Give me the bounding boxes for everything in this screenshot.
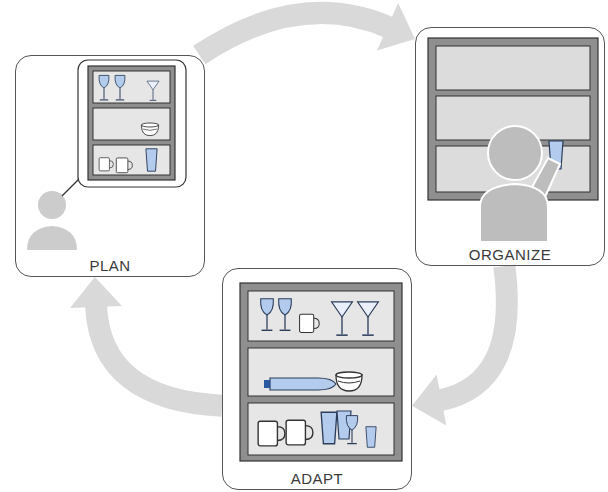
arrow-shaft bbox=[96, 305, 222, 406]
cabinet-shelf bbox=[436, 146, 590, 192]
stage-label: PLAN bbox=[16, 257, 204, 274]
mug bbox=[286, 420, 313, 445]
wine-glass bbox=[346, 416, 357, 444]
cabinet-frame bbox=[428, 38, 598, 200]
cabinet-shelf bbox=[93, 145, 170, 175]
tumbler bbox=[321, 412, 337, 444]
arrow-head bbox=[377, 3, 415, 51]
tumbler bbox=[146, 149, 157, 171]
cycle-arrow bbox=[199, 3, 415, 55]
tumbler bbox=[337, 411, 351, 439]
cycle-arrow bbox=[70, 277, 222, 406]
wine-glass bbox=[279, 299, 292, 331]
speech-bubble bbox=[78, 60, 186, 187]
wine-glass bbox=[261, 299, 274, 331]
martini-glass bbox=[147, 81, 159, 100]
person-body bbox=[480, 184, 548, 242]
stage-box: ORGANIZE bbox=[415, 27, 605, 266]
arrow-head bbox=[70, 277, 122, 308]
mug bbox=[300, 314, 320, 332]
cabinet-shelf bbox=[436, 46, 590, 90]
cabinet-shelf bbox=[93, 71, 170, 103]
martini-glass bbox=[358, 302, 379, 335]
cabinet-frame bbox=[88, 66, 175, 180]
arrow-shaft bbox=[440, 266, 507, 400]
arrow-shaft bbox=[199, 13, 389, 55]
cabinet-shelf bbox=[248, 403, 394, 455]
stage-box: PLAN bbox=[15, 55, 205, 277]
cabinet-shelf bbox=[248, 291, 394, 341]
person-body bbox=[27, 226, 77, 250]
person-head bbox=[38, 191, 66, 219]
cabinet-shelf bbox=[248, 348, 394, 396]
wine-glass bbox=[99, 75, 109, 100]
tumbler bbox=[549, 141, 563, 169]
stage-box: ADAPT bbox=[222, 268, 412, 490]
cabinet-shelf bbox=[93, 108, 170, 140]
stage-label: ORGANIZE bbox=[416, 246, 604, 263]
cabinet-shelf bbox=[436, 96, 590, 140]
mug bbox=[116, 158, 132, 173]
mug bbox=[258, 421, 285, 446]
wine-glass bbox=[115, 75, 125, 100]
tumbler bbox=[366, 427, 376, 448]
person-head bbox=[488, 126, 542, 180]
person-arm bbox=[525, 158, 560, 208]
cabinet-frame bbox=[240, 283, 402, 461]
bubble-tail bbox=[62, 178, 80, 196]
arrow-head bbox=[412, 374, 446, 425]
bottle bbox=[270, 378, 336, 390]
bottle-cap bbox=[264, 380, 270, 388]
bowl bbox=[336, 372, 362, 391]
bowl bbox=[141, 123, 158, 136]
martini-glass bbox=[332, 302, 353, 335]
stage-label: ADAPT bbox=[223, 470, 411, 487]
mug bbox=[99, 158, 113, 171]
cycle-arrow bbox=[412, 266, 507, 426]
